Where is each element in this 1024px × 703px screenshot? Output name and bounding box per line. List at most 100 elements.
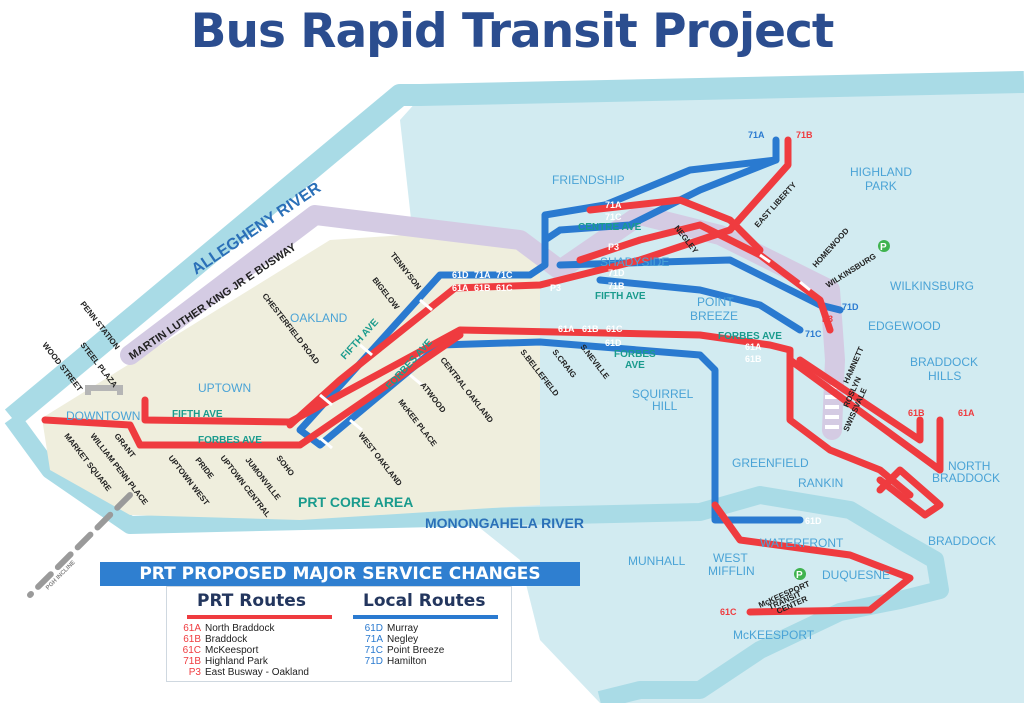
neighborhood-labels: FRIENDSHIP HIGHLAND PARK SHADYSIDE OAKLA… <box>66 165 1000 642</box>
tag-61d-end: 61D <box>805 516 822 526</box>
forbes-ave-east-label: FORBES AVE <box>718 331 782 342</box>
prt-routes-header: PRT Routes <box>197 591 306 611</box>
monongahela-river-label: MONONGAHELA RIVER <box>425 515 584 531</box>
munhall-label: MUNHALL <box>628 554 686 568</box>
tag-71a-centre: 71A <box>605 200 622 210</box>
route-tags: 71A 71B 71A 71C 61D 71A 71C 61A 61B 61C … <box>452 130 975 617</box>
uptown-label: UPTOWN <box>198 381 251 395</box>
tag-61b-end: 61B <box>908 408 925 418</box>
point-breeze-label-2: BREEZE <box>690 309 738 323</box>
park-icon <box>794 568 806 580</box>
legend-title: PRT PROPOSED MAJOR SERVICE CHANGES <box>100 562 580 586</box>
route-71b-line <box>286 136 792 429</box>
downtown-label: DOWNTOWN <box>66 409 140 423</box>
forbes-ave-sq-label-2: AVE <box>625 360 645 371</box>
park-icon <box>878 240 890 252</box>
busway-band <box>120 205 845 440</box>
tag-p3-a: P3 <box>608 242 619 252</box>
centre-ave-label: CENTRE AVE <box>578 222 642 233</box>
monongahela-river-band <box>4 412 949 703</box>
north-braddock-label-2: BRADDOCK <box>932 471 1000 485</box>
allegheny-river-band <box>4 71 1024 427</box>
greenfield-label: GREENFIELD <box>732 456 809 470</box>
point-breeze-label-1: POINT <box>697 295 734 309</box>
braddock-hills-label-1: BRADDOCK <box>910 355 978 369</box>
tag-61a-e: 61A <box>745 342 762 352</box>
route-71c-east <box>596 276 804 334</box>
north-braddock-label-1: NORTH <box>948 459 990 473</box>
tag-61a-oak: 61A <box>452 283 469 293</box>
route-downtown-forbes <box>41 331 464 449</box>
tag-71c-b: 71C <box>805 329 822 339</box>
tag-61b-f: 61B <box>582 324 599 334</box>
prt-routes-bar <box>187 615 332 619</box>
svg-text:P: P <box>880 242 887 253</box>
route-p3-line <box>576 221 834 334</box>
edgewood-label: EDGEWOOD <box>868 319 941 333</box>
tag-71c-oak: 71C <box>496 270 513 280</box>
page-title: Bus Rapid Transit Project <box>190 4 835 59</box>
tag-61d-f: 61D <box>605 338 622 348</box>
tag-71d-a: 71D <box>608 268 625 278</box>
local-routes-bar <box>353 615 498 619</box>
legend: PRT PROPOSED MAJOR SERVICE CHANGES PRT R… <box>100 562 580 682</box>
tag-61d-oak: 61D <box>452 270 469 280</box>
tag-71d-b: 71D <box>842 302 859 312</box>
tag-p3-b: P3 <box>550 283 561 293</box>
west-mifflin-label-2: MIFFLIN <box>708 564 755 578</box>
friendship-label: FRIENDSHIP <box>552 173 625 187</box>
tag-61c-f: 61C <box>606 324 623 334</box>
local-routes-header: Local Routes <box>363 591 486 611</box>
tag-61a-end: 61A <box>958 408 975 418</box>
squirrel-hill-label-2: HILL <box>652 399 678 413</box>
park-ride-mckeesport: P <box>794 568 806 581</box>
tag-61b-oak: 61B <box>474 283 491 293</box>
tag-71c-centre: 71C <box>605 212 622 222</box>
tag-71b-top: 71B <box>796 130 813 140</box>
route-71d-line <box>556 256 844 314</box>
west-mifflin-label-1: WEST <box>713 551 748 565</box>
route-61c-line <box>711 501 914 616</box>
fifth-ave-east-label: FIFTH AVE <box>595 291 646 302</box>
core-area-label: PRT CORE AREA <box>298 494 413 510</box>
braddock-label: BRADDOCK <box>928 534 996 548</box>
forbes-ave-sq-label-1: FORBES <box>614 349 656 360</box>
park-ride-homewood: P <box>878 240 890 253</box>
route-shadyside-red <box>586 196 764 254</box>
local-routes <box>296 136 844 524</box>
tag-61a-f: 61A <box>558 324 575 334</box>
oakland-label: OAKLAND <box>290 311 348 325</box>
shadyside-label: SHADYSIDE <box>600 255 669 269</box>
tag-p3-c: P3 <box>822 314 833 324</box>
tag-61c-end: 61C <box>720 607 737 617</box>
duquesne-label: DUQUESNE <box>822 568 890 582</box>
incline-path <box>27 492 133 598</box>
prt-routes <box>41 136 944 616</box>
tag-61b-e: 61B <box>745 354 762 364</box>
mckeesport-label: McKEESPORT <box>733 628 815 642</box>
braddock-hills-label-2: HILLS <box>928 369 961 383</box>
station-marks <box>319 253 811 450</box>
tag-71a-top: 71A <box>748 130 765 140</box>
tag-61c-oak: 61C <box>496 283 513 293</box>
rankin-label: RANKIN <box>798 476 843 490</box>
route-61b-line <box>796 356 924 444</box>
highland-park-label-1: HIGHLAND <box>850 165 912 179</box>
highland-park-label-2: PARK <box>865 179 897 193</box>
fifth-ave-downtown-label: FIFTH AVE <box>172 409 223 420</box>
waterfront-label: WATERFRONT <box>760 536 844 550</box>
route-braddock-loop <box>876 466 944 519</box>
route-71c-line <box>541 156 780 244</box>
tag-71a-oak: 71A <box>474 270 491 280</box>
